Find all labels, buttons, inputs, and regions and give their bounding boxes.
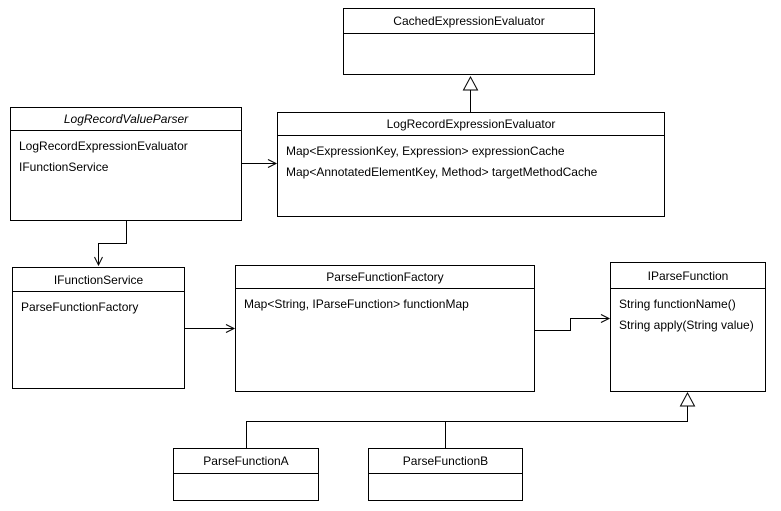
class-title: ParseFunctionFactory xyxy=(236,266,534,289)
class-title: LogRecordValueParser xyxy=(11,108,241,131)
association-valueparser-to-functionservice xyxy=(94,221,127,267)
class-body xyxy=(174,474,318,484)
class-box-logrecordvalueparser: LogRecordValueParser LogRecordExpression… xyxy=(10,107,242,221)
class-box-ifunctionservice: IFunctionService ParseFunctionFactory xyxy=(12,267,185,389)
class-title: IParseFunction xyxy=(611,263,765,289)
class-member: Map<String, IParseFunction> functionMap xyxy=(244,297,469,311)
class-member: IFunctionService xyxy=(19,160,109,174)
class-box-parsefunctionfactory: ParseFunctionFactory Map<String, IParseF… xyxy=(235,265,535,392)
generalization-evaluator-to-cached xyxy=(462,75,479,112)
class-member: Map<AnnotatedElementKey, Method> targetM… xyxy=(286,165,598,179)
class-member: Map<ExpressionKey, Expression> expressio… xyxy=(286,144,565,158)
class-box-iparsefunction: IParseFunction String functionName() Str… xyxy=(610,262,766,392)
association-valueparser-to-evaluator xyxy=(242,159,278,168)
class-body: Map<ExpressionKey, Expression> expressio… xyxy=(278,136,664,188)
class-body: Map<String, IParseFunction> functionMap xyxy=(236,289,534,320)
class-body xyxy=(369,474,522,484)
class-title: ParseFunctionA xyxy=(174,449,318,474)
class-body xyxy=(344,34,594,44)
class-member: String functionName() xyxy=(619,297,736,311)
association-factory-to-iparsefunction xyxy=(535,314,611,331)
class-member: String apply(String value) xyxy=(619,318,754,332)
association-functionservice-to-factory xyxy=(185,324,236,333)
class-title: IFunctionService xyxy=(13,268,184,292)
class-title: ParseFunctionB xyxy=(369,449,522,474)
class-member: ParseFunctionFactory xyxy=(21,300,139,314)
class-box-logrecordexpressionevaluator: LogRecordExpressionEvaluator Map<Express… xyxy=(277,112,665,217)
class-body: ParseFunctionFactory xyxy=(13,292,184,323)
generalization-parsefunctions-to-iparsefunction xyxy=(246,391,696,448)
class-box-parsefunctiona: ParseFunctionA xyxy=(173,448,319,501)
class-body: LogRecordExpressionEvaluator IFunctionSe… xyxy=(11,131,241,183)
class-box-cachedexpressionevaluator: CachedExpressionEvaluator xyxy=(343,8,595,75)
class-member: LogRecordExpressionEvaluator xyxy=(19,139,188,153)
class-title: LogRecordExpressionEvaluator xyxy=(278,113,664,136)
class-box-parsefunctionb: ParseFunctionB xyxy=(368,448,523,501)
class-title: CachedExpressionEvaluator xyxy=(344,9,594,34)
class-body: String functionName() String apply(Strin… xyxy=(611,289,765,341)
